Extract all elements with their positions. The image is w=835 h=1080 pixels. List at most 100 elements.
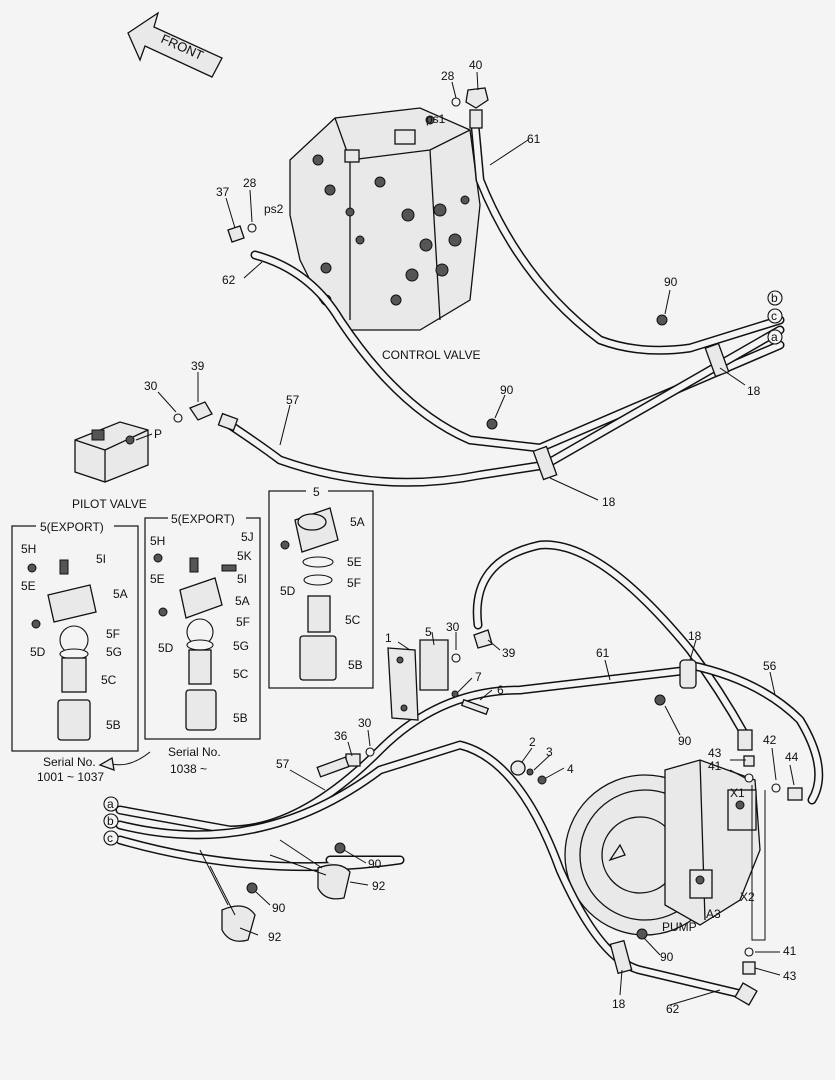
hose-61-upper — [470, 120, 785, 355]
front-arrow: FRONT — [127, 11, 223, 78]
inset-export-1-5a: 5A — [113, 587, 128, 601]
callout-90-d: 90 — [368, 857, 382, 871]
callout-39-b: 39 — [502, 646, 516, 660]
callout-4: 4 — [567, 762, 574, 776]
marker-a-top: a — [771, 330, 778, 344]
control-valve: CONTROL VALVE — [289, 107, 481, 362]
inset-export-1-serial-range: 1001 ~ 1037 — [37, 770, 104, 784]
callout-92-a: 92 — [372, 879, 386, 893]
clamp-92-b — [317, 864, 351, 900]
inset-export-1: 5(EXPORT) 5H 5I 5E 5A 5F 5D 5G 5C 5B Ser… — [11, 520, 139, 784]
callout-30-c: 30 — [358, 716, 372, 730]
inset-export-1-5f: 5F — [106, 627, 120, 641]
callout-92-b: 92 — [268, 930, 282, 944]
callout-18-d: 18 — [612, 997, 626, 1011]
hose-62-upper — [250, 250, 785, 453]
callout-43-b: 43 — [783, 969, 797, 983]
marker-c-top: c — [771, 309, 777, 323]
inset-standard-5b: 5B — [348, 658, 363, 672]
hose-61-lower — [472, 540, 750, 740]
pump: PUMP — [564, 759, 761, 936]
fittings — [173, 87, 803, 1006]
callout-30-b: 30 — [446, 620, 460, 634]
port-a3: A3 — [706, 907, 721, 921]
hose-57-upper — [225, 325, 785, 487]
callout-1: 1 — [385, 631, 392, 645]
callout-57-a: 57 — [286, 393, 300, 407]
callout-6: 6 — [497, 683, 504, 697]
hose-lower-bundle — [115, 665, 750, 1000]
inset-export-2-serial-title: Serial No. — [168, 745, 221, 759]
inset-export-2-5g: 5G — [233, 639, 249, 653]
callout-18-c: 18 — [688, 629, 702, 643]
inset-standard-5f: 5F — [347, 576, 361, 590]
callout-41-a: 41 — [708, 759, 722, 773]
pilot-valve-label: PILOT VALVE — [72, 497, 147, 511]
callout-39-a: 39 — [191, 359, 205, 373]
callout-18-a: 18 — [747, 384, 761, 398]
clamp-92-a — [221, 905, 256, 942]
callout-43-a: 43 — [708, 746, 722, 760]
callout-90-c: 90 — [678, 734, 692, 748]
callout-41-b: 41 — [783, 944, 797, 958]
pump-label: PUMP — [662, 920, 697, 934]
inset-standard: 5 5A 5E 5F 5D 5C 5B — [268, 485, 374, 689]
marker-c-bottom: c — [107, 831, 113, 845]
inset-export-2-5b: 5B — [233, 711, 248, 725]
inset-export-1-5d: 5D — [30, 645, 46, 659]
inset-export-2-5i: 5I — [237, 572, 247, 586]
callout-28-left: 28 — [243, 176, 257, 190]
callout-61-top: 61 — [527, 132, 541, 146]
inset-export-2-5a: 5A — [235, 594, 250, 608]
marker-b-top: b — [771, 291, 778, 305]
inset-export-2-5h: 5H — [150, 534, 165, 548]
inset-export-2-title: 5(EXPORT) — [171, 512, 235, 526]
callout-90-a: 90 — [664, 275, 678, 289]
inset-export-2: 5(EXPORT) 5H 5J 5K 5E 5I 5A 5F 5G 5D 5C … — [144, 512, 261, 776]
inset-export-1-5b: 5B — [106, 718, 121, 732]
pilot-valve: P PILOT VALVE — [72, 421, 162, 511]
callout-44: 44 — [785, 750, 799, 764]
inset-export-2-5j: 5J — [241, 530, 254, 544]
inset-export-1-serial-title: Serial No. — [43, 755, 96, 769]
x1-x2-bracket — [751, 785, 766, 941]
inset-export-2-5f: 5F — [236, 615, 250, 629]
callout-90-f: 90 — [660, 950, 674, 964]
control-valve-label: CONTROL VALVE — [382, 348, 480, 362]
inset-export-2-5k: 5K — [237, 549, 252, 563]
hose-56 — [685, 660, 824, 805]
clamp-18-d — [609, 939, 633, 975]
callout-56: 56 — [763, 659, 777, 673]
callout-2: 2 — [529, 735, 536, 749]
callout-40: 40 — [469, 58, 483, 72]
port-ps1: ps1 — [426, 112, 446, 126]
inset-export-1-5i: 5I — [96, 552, 106, 566]
inset-export-1-title: 5(EXPORT) — [40, 520, 104, 534]
clamp-18-b — [532, 445, 558, 481]
callout-57-b: 57 — [276, 757, 290, 771]
callout-62-top: 62 — [222, 273, 236, 287]
callout-62-b: 62 — [666, 1002, 680, 1016]
inset-export-1-5h: 5H — [21, 542, 36, 556]
callout-42: 42 — [763, 733, 777, 747]
port-ps2: ps2 — [264, 202, 284, 216]
inset-standard-5c: 5C — [345, 613, 361, 627]
marker-b-bottom: b — [107, 814, 114, 828]
inset-export-2-5e: 5E — [150, 572, 165, 586]
inset-export-2-serial-range: 1038 ~ — [170, 762, 207, 776]
callout-90-b: 90 — [500, 383, 514, 397]
inset-standard-5a: 5A — [350, 515, 365, 529]
port-x2: X2 — [740, 890, 755, 904]
callout-37: 37 — [216, 185, 230, 199]
inset-export-1-5g: 5G — [106, 645, 122, 659]
callout-90-e: 90 — [272, 901, 286, 915]
callout-36: 36 — [334, 729, 348, 743]
callout-30-a: 30 — [144, 379, 158, 393]
callout-7: 7 — [475, 670, 482, 684]
serial-arrow — [111, 751, 151, 766]
inset-export-2-5c: 5C — [233, 667, 249, 681]
marker-a-bottom: a — [107, 797, 114, 811]
inset-standard-5e: 5E — [347, 555, 362, 569]
callout-numbers: 28 40 61 37 28 62 90 18 30 39 57 90 18 1… — [144, 58, 799, 1016]
